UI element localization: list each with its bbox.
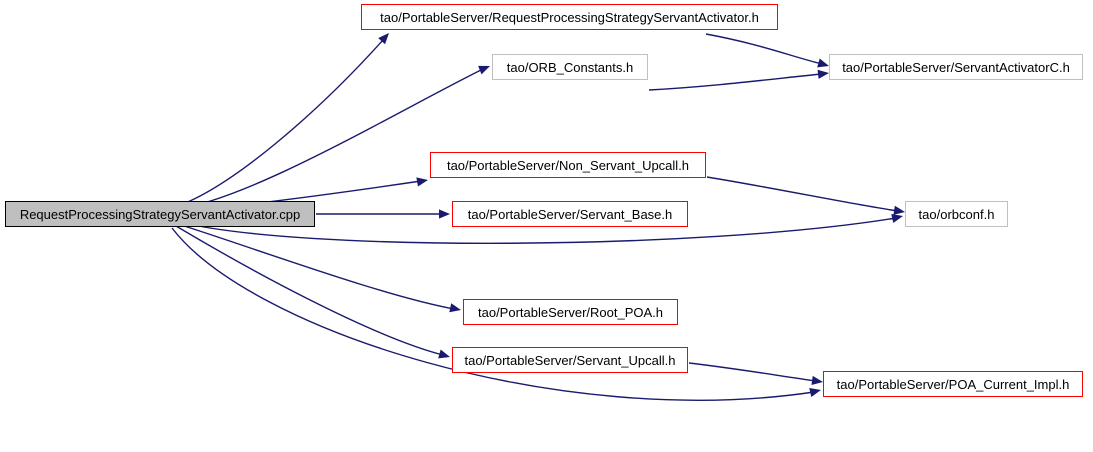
arrowhead-root-to-rpssa_h [378,33,389,45]
edge-rpssa_h-to-servant_activator_c [705,33,823,65]
graph-node-label: tao/PortableServer/Servant_Upcall.h [464,352,676,368]
edge-root-to-orb_constants [175,68,484,210]
edge-non_servant_upcall-to-orbconf [706,176,899,212]
graph-node-root[interactable]: RequestProcessingStrategyServantActivato… [5,201,315,227]
arrowhead-root-to-orbconf [891,213,903,223]
edge-servant_upcall-to-poa_current_impl [688,362,817,382]
arrowhead-root-to-orb_constants [478,65,490,75]
arrowhead-orb_constants-to-servant_activator_c [817,69,829,79]
arrowhead-servant_upcall-to-poa_current_impl [811,375,823,386]
graph-node-label: tao/PortableServer/Non_Servant_Upcall.h [446,157,690,173]
graph-node-orbconf[interactable]: tao/orbconf.h [905,201,1008,227]
graph-node-label: tao/PortableServer/Servant_Base.h [467,206,673,222]
graph-node-label: tao/ORB_Constants.h [506,59,634,75]
graph-node-non_servant_upcall[interactable]: tao/PortableServer/Non_Servant_Upcall.h [430,152,706,178]
edge-orb_constants-to-servant_activator_c [648,73,823,91]
arrowhead-root-to-non_servant_upcall [416,177,428,187]
graph-node-orb_constants[interactable]: tao/ORB_Constants.h [492,54,648,80]
arrowhead-root-to-servant_upcall [438,349,450,359]
edge-root-to-poa_current_impl [171,227,815,401]
graph-node-poa_current_impl[interactable]: tao/PortableServer/POA_Current_Impl.h [823,371,1083,397]
graph-node-label: tao/PortableServer/RequestProcessingStra… [380,9,759,25]
arrowhead-non_servant_upcall-to-orbconf [893,205,905,215]
graph-node-servant_upcall[interactable]: tao/PortableServer/Servant_Upcall.h [452,347,688,373]
graph-node-servant_base[interactable]: tao/PortableServer/Servant_Base.h [452,201,688,227]
arrowhead-rpssa_h-to-servant_activator_c [817,58,829,68]
arrowhead-root-to-servant_base [439,209,450,219]
graph-node-label: tao/orbconf.h [918,206,995,222]
edge-root-to-servant_upcall [175,225,444,356]
edge-root-to-root_poa [177,223,455,310]
graph-node-label: tao/PortableServer/Root_POA.h [478,304,663,320]
graph-node-root_poa[interactable]: tao/PortableServer/Root_POA.h [463,299,678,325]
edge-root-to-orbconf [179,217,897,245]
graph-node-servant_activator_c[interactable]: tao/PortableServer/ServantActivatorC.h [829,54,1083,80]
graph-node-label: RequestProcessingStrategyServantActivato… [19,206,301,222]
arrowhead-root-to-poa_current_impl [809,387,821,397]
graph-node-rpssa_h[interactable]: tao/PortableServer/RequestProcessingStra… [361,4,778,30]
graph-node-label: tao/PortableServer/POA_Current_Impl.h [836,376,1070,392]
graph-node-label: tao/PortableServer/ServantActivatorC.h [842,59,1070,75]
arrowhead-root-to-root_poa [449,303,461,313]
edge-root-to-rpssa_h [171,39,384,209]
